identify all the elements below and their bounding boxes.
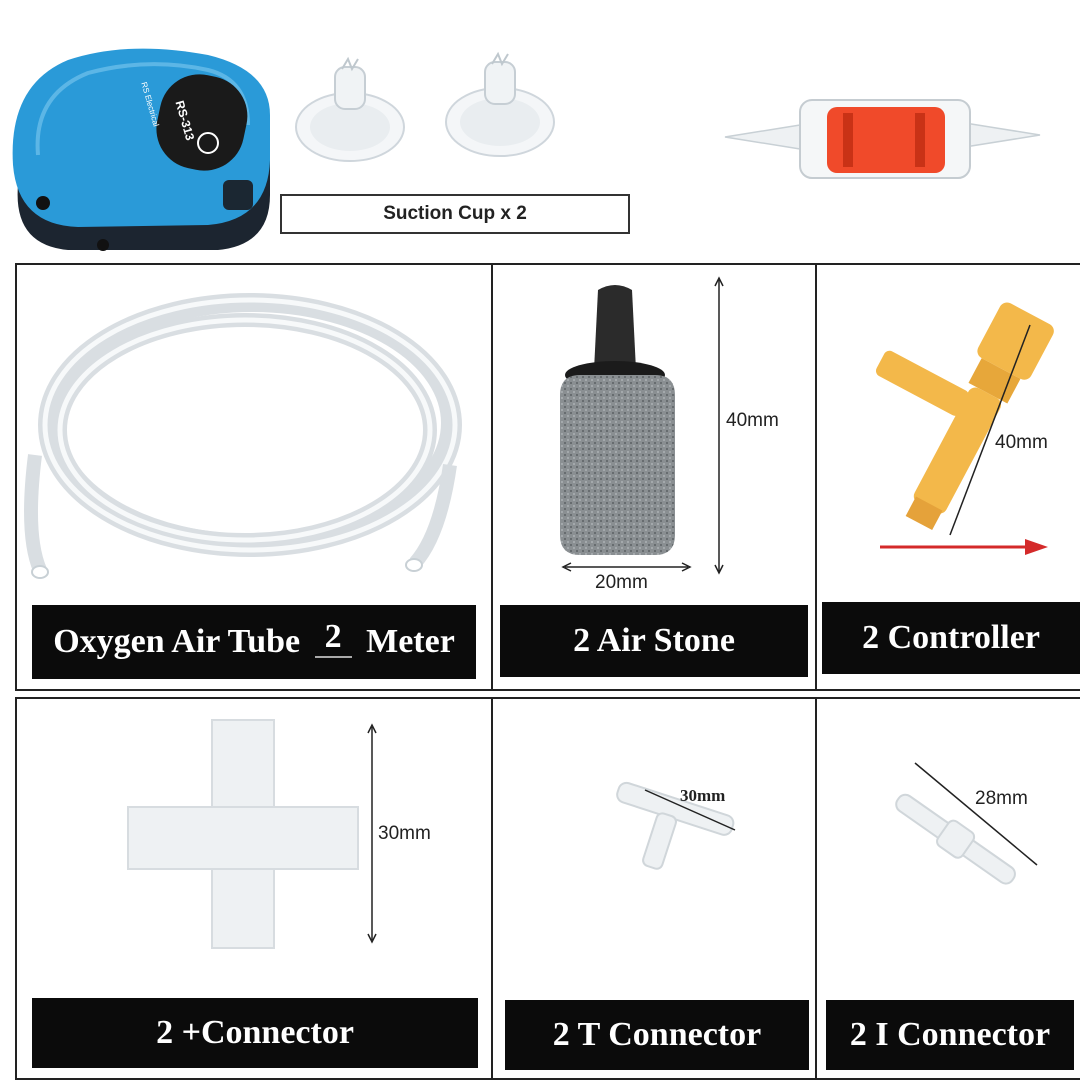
air-tube-label-pre: Oxygen Air Tube (53, 623, 309, 660)
air-stone-width-line (561, 562, 692, 572)
controller-image (845, 295, 1054, 535)
t-dim-line (644, 789, 736, 831)
i-connector-image (880, 780, 1030, 900)
controller-dim: 40mm (995, 432, 1048, 453)
i-connector-label: 2 I Connector (826, 1000, 1074, 1070)
suction-cup-image (290, 55, 410, 165)
air-tube-label-num: 2 (314, 618, 352, 658)
t-connector-label: 2 T Connector (505, 1000, 809, 1070)
plus-connector-label: 2 +Connector (32, 998, 478, 1068)
plus-connector-image (120, 715, 370, 955)
air-stone-label: 2 Air Stone (500, 605, 808, 677)
air-stone-width-dim: 20mm (595, 572, 648, 593)
air-tube-label: Oxygen Air Tube 2 Meter (32, 605, 476, 679)
air-tube-image (20, 285, 480, 585)
i-dim-line (914, 762, 1038, 866)
suction-cup-label: Suction Cup x 2 (280, 194, 630, 234)
controller-dim-line (949, 324, 1031, 536)
t-dim: 30mm (680, 786, 726, 805)
air-stone-image (540, 280, 710, 570)
air-pump-image: RS Electrical RS-313 (8, 45, 278, 260)
t-connector-image (600, 780, 740, 880)
controller-label: 2 Controller (822, 602, 1080, 674)
i-dim: 28mm (975, 788, 1028, 809)
controller-red-arrow (880, 539, 1048, 555)
plus-dim-line (367, 723, 377, 944)
air-stone-height-dim: 40mm (726, 410, 779, 431)
air-stone-height-line (714, 276, 724, 575)
air-tube-label-post: Meter (357, 623, 455, 660)
check-valve-image (724, 95, 1041, 185)
plus-dim: 30mm (378, 823, 431, 844)
suction-cup-image (440, 50, 560, 160)
